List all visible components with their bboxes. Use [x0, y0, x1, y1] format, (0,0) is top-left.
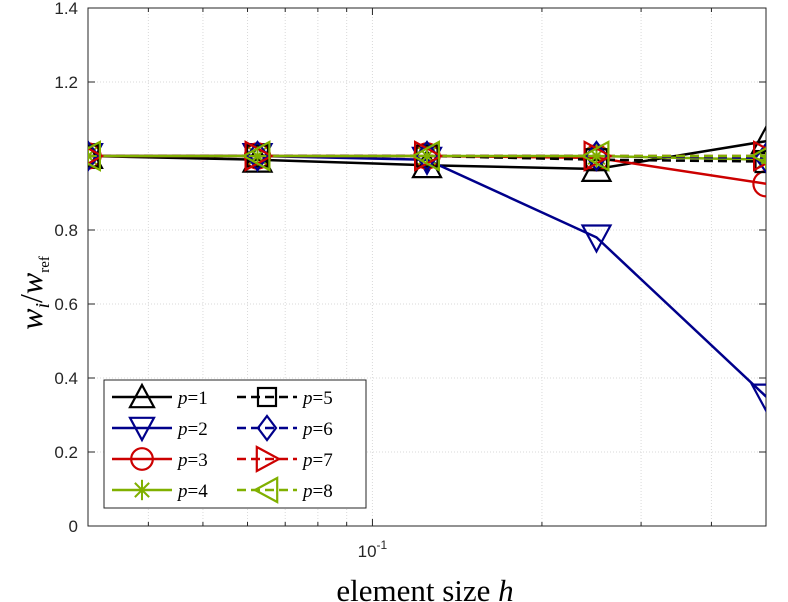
data-point-marker	[128, 382, 156, 409]
legend-label: p=4	[176, 481, 208, 502]
legend-item: p=8	[237, 476, 333, 504]
plot-frame	[87, 7, 767, 527]
x-axis-label-variable: h	[498, 573, 514, 602]
data-point-marker	[580, 224, 613, 254]
tick-labels: 0 0.2 0.4 0.6 0.8 1.2 1.4 10-1	[54, 0, 387, 561]
y-label-slash: /	[13, 294, 49, 303]
legend-item: p=2	[112, 416, 208, 443]
axes	[87, 7, 767, 527]
legend-item: p=3	[112, 447, 208, 471]
legend-item: p=6	[237, 414, 333, 442]
legend-label: p=8	[301, 481, 333, 502]
legend-item: p=7	[237, 445, 333, 473]
data-point-marker	[750, 124, 766, 155]
series-group	[88, 124, 766, 413]
legend-label: p=3	[176, 450, 208, 471]
data-point-marker	[252, 476, 279, 504]
data-point-marker	[130, 447, 154, 471]
y-tick-label: 0.4	[54, 369, 78, 388]
y-label-denominator: w	[13, 272, 49, 294]
series-markers-8	[88, 140, 766, 172]
y-axis-label: wi/wref	[13, 256, 54, 330]
data-point-marker	[88, 140, 102, 172]
data-point-marker	[255, 445, 282, 473]
legend-item: p=4	[112, 479, 208, 502]
y-tick-label: 0	[69, 517, 78, 536]
legend-label: p=1	[176, 388, 208, 409]
x-tick-label: 10-1	[358, 538, 388, 561]
legend: p=1 p=2 p=3 p=4 p=5 p=6 p=7 p=8	[103, 379, 367, 509]
grid-lines	[88, 7, 767, 527]
legend-item: p=5	[237, 386, 333, 409]
data-point-marker	[754, 149, 766, 174]
x-axis-label-text: element size	[336, 573, 490, 602]
series-markers-2	[88, 143, 766, 413]
data-point-marker	[749, 147, 766, 165]
legend-label: p=6	[301, 419, 333, 440]
y-label-numerator-sub: i	[32, 303, 54, 309]
data-point-marker	[128, 416, 156, 443]
data-point-marker	[750, 383, 766, 413]
legend-box	[103, 379, 367, 509]
data-point-marker	[88, 143, 104, 173]
legend-label: p=2	[176, 419, 208, 440]
series-line	[88, 139, 766, 171]
data-point-marker	[241, 140, 271, 172]
data-point-marker	[131, 479, 153, 501]
y-tick-label: 0.8	[54, 221, 78, 240]
data-point-marker	[256, 414, 278, 442]
legend-label: p=5	[301, 388, 333, 409]
data-point-marker	[752, 170, 766, 198]
y-tick-label: 1.2	[54, 73, 78, 92]
y-tick-label: 1.4	[54, 0, 78, 18]
y-label-numerator: w	[13, 308, 49, 330]
legend-label: p=7	[301, 450, 333, 471]
y-tick-label: 0.2	[54, 443, 78, 462]
y-tick-label: 0.6	[54, 295, 78, 314]
legend-item: p=1	[112, 382, 208, 409]
data-point-marker	[256, 386, 278, 408]
data-point-marker	[410, 140, 440, 172]
x-axis-label: element size h	[336, 573, 513, 602]
data-point-marker	[580, 140, 610, 172]
y-label-denominator-sub: ref	[37, 256, 53, 273]
series-1	[88, 139, 766, 171]
